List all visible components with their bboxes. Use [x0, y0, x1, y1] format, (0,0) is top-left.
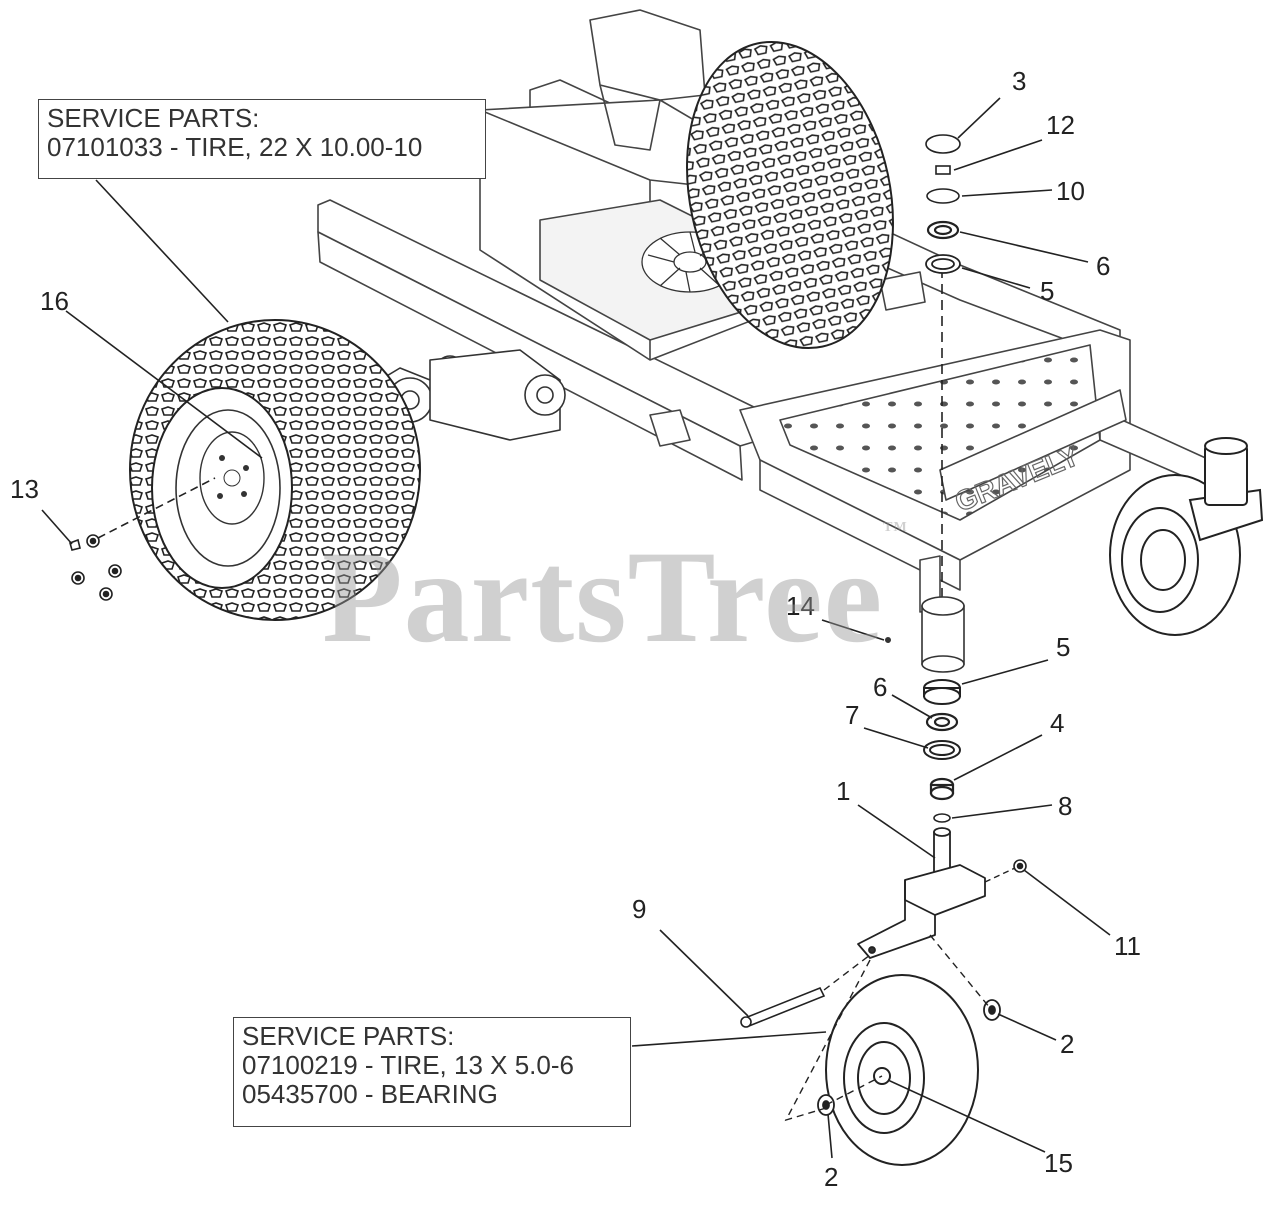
callout-1: 1 — [836, 776, 850, 806]
leader-lines — [41, 97, 1111, 1159]
rear-right-tire — [686, 40, 894, 350]
callout-2-right: 2 — [1060, 1029, 1074, 1059]
axle-dash-line — [984, 867, 1016, 883]
callout-16: 16 — [40, 286, 69, 316]
axle-bolt-9 — [740, 986, 826, 1028]
callout-4: 4 — [1050, 708, 1064, 738]
callout-6-top: 6 — [1096, 251, 1110, 281]
service-parts-heading: SERVICE PARTS: — [242, 1021, 455, 1051]
service-parts-heading: SERVICE PARTS: — [47, 103, 260, 133]
service-parts-box-front: SERVICE PARTS: 07100219 - TIRE, 13 X 5.0… — [233, 1017, 631, 1127]
washer-8 — [933, 813, 951, 823]
service-parts-line: 07101033 - TIRE, 22 X 10.00-10 — [47, 132, 423, 162]
partstree-watermark: PartsTreeTM — [322, 520, 908, 673]
rear-tire-assembly — [129, 319, 421, 621]
caster-dash-lines — [784, 934, 991, 1122]
callout-2-bottom: 2 — [824, 1162, 838, 1192]
callout-9: 9 — [632, 894, 646, 924]
nut-11 — [1013, 859, 1027, 873]
lug-dash-line — [97, 477, 216, 539]
grease-fitting-14 — [885, 637, 891, 643]
callout-10: 10 — [1056, 176, 1085, 206]
callout-numbers: 3 12 10 6 5 16 13 14 5 6 7 4 1 8 9 11 2 … — [10, 66, 1141, 1192]
race-5-top — [925, 254, 961, 274]
callout-5-top: 5 — [1040, 276, 1054, 306]
caster-fork-1 — [857, 827, 986, 959]
callout-15: 15 — [1044, 1148, 1073, 1178]
callout-8: 8 — [1058, 791, 1072, 821]
dust-cap-3 — [925, 134, 961, 154]
bearing-6-low — [925, 712, 959, 732]
race-7 — [923, 740, 961, 760]
callout-12: 12 — [1046, 110, 1075, 140]
callout-6-low: 6 — [873, 672, 887, 702]
nut-12 — [935, 165, 951, 175]
washer-10 — [926, 188, 960, 204]
caster-mount-tube — [921, 596, 965, 673]
callout-13: 13 — [10, 474, 39, 504]
watermark-text: PartsTree — [322, 523, 884, 670]
front-caster-wheel — [825, 974, 979, 1166]
watermark-trademark: TM — [883, 520, 908, 535]
callout-11: 11 — [1114, 931, 1141, 961]
bearing-4 — [929, 777, 955, 801]
lug-nuts — [69, 534, 122, 601]
race-5-low — [923, 679, 961, 705]
service-parts-line: 05435700 - BEARING — [242, 1079, 498, 1109]
right-front-caster — [1109, 437, 1264, 636]
bearing-6-top — [926, 220, 960, 240]
callout-7: 7 — [845, 700, 859, 730]
service-parts-line: 07100219 - TIRE, 13 X 5.0-6 — [242, 1050, 574, 1080]
service-parts-box-rear: SERVICE PARTS: 07101033 - TIRE, 22 X 10.… — [38, 99, 486, 179]
callout-14: 14 — [786, 591, 815, 621]
callout-3: 3 — [1012, 66, 1026, 96]
callout-5-low: 5 — [1056, 632, 1070, 662]
